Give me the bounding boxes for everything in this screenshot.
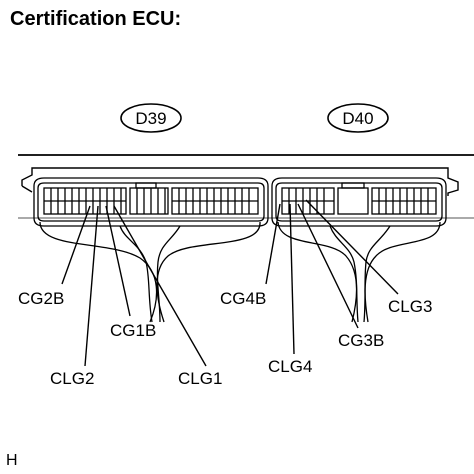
figure-code: H <box>6 452 18 469</box>
connector-id-d39: D39 <box>135 109 166 128</box>
pin-label-clg4: CLG4 <box>268 357 312 376</box>
pin-leader-lines <box>61 199 399 367</box>
pin-label-cg3b: CG3B <box>338 331 384 350</box>
ecu-housing <box>18 154 474 219</box>
page-title: Certification ECU: <box>10 8 182 30</box>
pin-labels: CG2B CLG2 CG1B CLG1 CG4B CLG4 CG3B CLG3 <box>18 289 432 388</box>
pin-label-cg4b: CG4B <box>220 289 266 308</box>
pin-label-cg2b: CG2B <box>18 289 64 308</box>
pin-label-cg1b: CG1B <box>110 321 156 340</box>
pin-label-clg2: CLG2 <box>50 369 94 388</box>
pin-label-clg1: CLG1 <box>178 369 222 388</box>
connector-callout-d40: D40 <box>327 103 389 133</box>
connector-id-d40: D40 <box>342 109 373 128</box>
pin-label-clg3: CLG3 <box>388 297 432 316</box>
connector-d39 <box>33 177 269 323</box>
connector-callout-d39: D39 <box>120 103 182 133</box>
